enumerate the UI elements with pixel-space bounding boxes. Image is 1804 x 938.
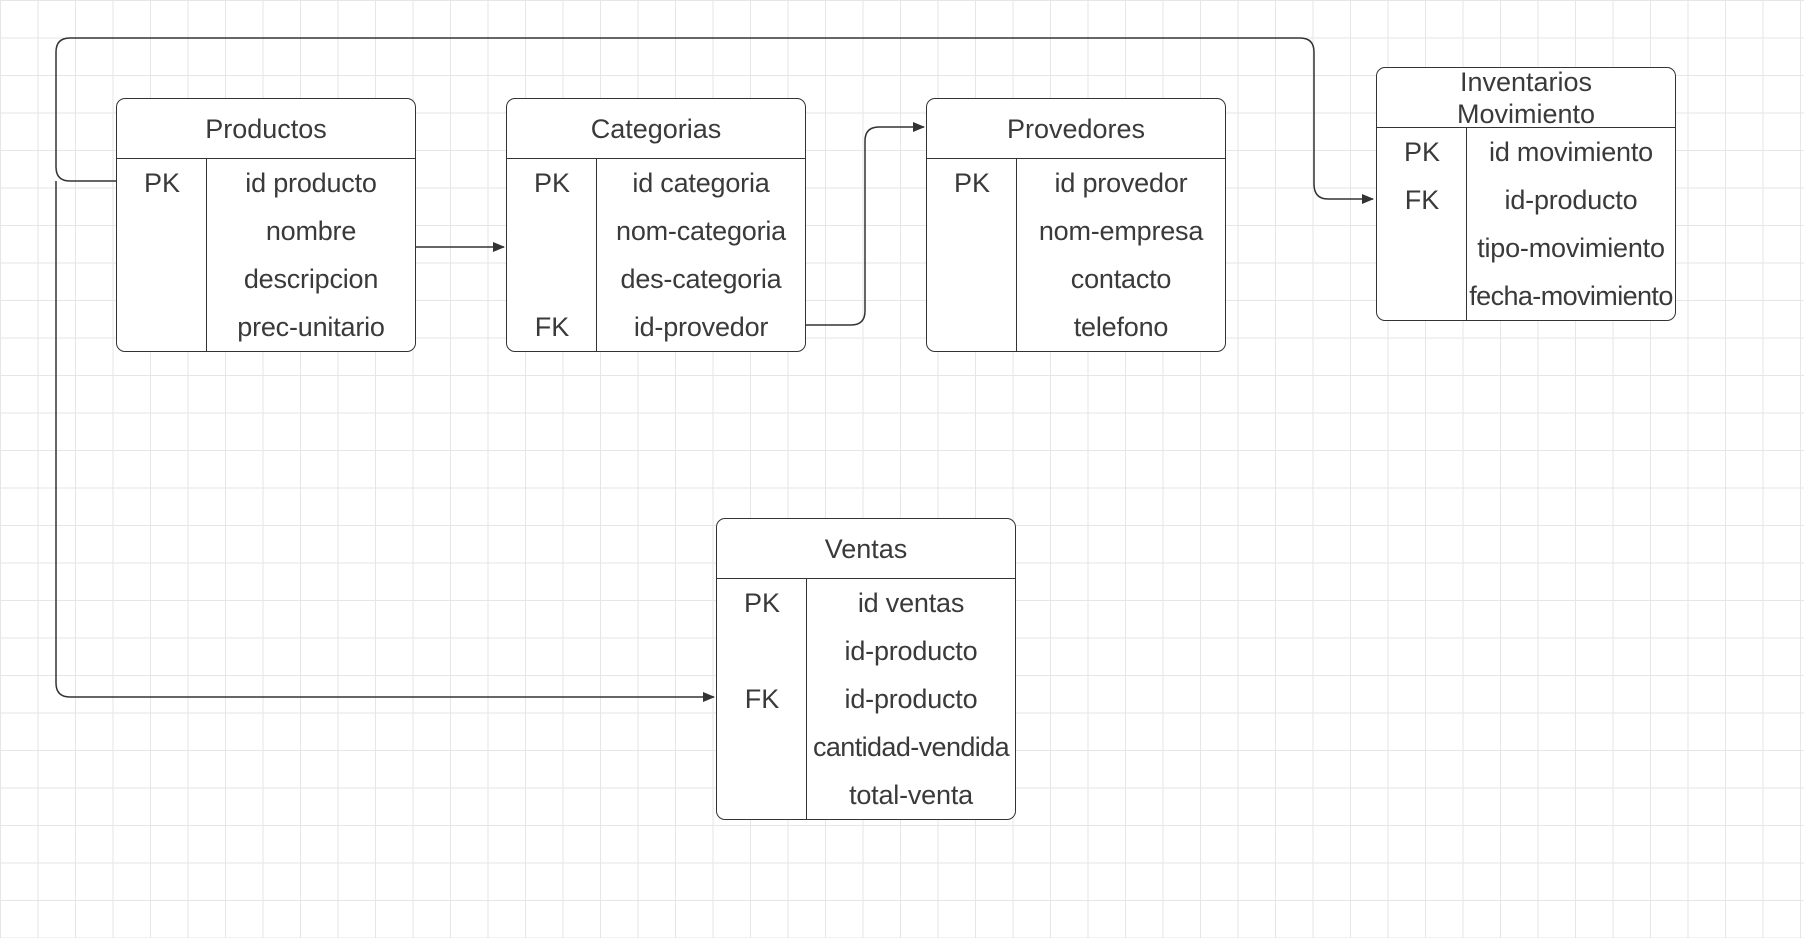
key-cell (1377, 272, 1467, 320)
key-cell: FK (744, 683, 780, 714)
field-column: id producto nombre descripcion prec-unit… (207, 159, 415, 351)
key-cell: PK (533, 167, 571, 198)
field-cell: telefono (1073, 311, 1169, 342)
field-cell: des-categoria (620, 263, 782, 294)
key-cell (927, 303, 1017, 351)
field-cell: id-producto (844, 683, 978, 714)
key-column: PK FK (1377, 128, 1467, 320)
key-cell (927, 207, 1017, 255)
key-cell (117, 303, 207, 351)
key-cell (927, 255, 1017, 303)
field-cell: id producto (245, 167, 377, 198)
field-column: id categoria nom-categoria des-categoria… (597, 159, 805, 351)
key-cell (117, 207, 207, 255)
key-column: PK FK (717, 579, 807, 819)
field-cell: id categoria (632, 167, 770, 198)
key-cell: PK (1403, 136, 1441, 167)
key-cell: FK (534, 311, 570, 342)
entity-ventas[interactable]: Ventas PK FK id ventas id-producto id-pr… (716, 518, 1016, 820)
key-cell (507, 255, 597, 303)
field-column: id provedor nom-empresa contacto telefon… (1017, 159, 1225, 351)
key-cell: PK (953, 167, 991, 198)
field-column: id ventas id-producto id-producto cantid… (807, 579, 1015, 819)
key-cell (717, 627, 807, 675)
key-cell (1377, 224, 1467, 272)
key-cell (717, 771, 807, 819)
connector-categorias-provedores[interactable] (806, 122, 925, 326)
field-cell: total-venta (849, 779, 973, 810)
field-cell: prec-unitario (237, 311, 385, 342)
entity-title: Ventas (717, 519, 1015, 579)
entity-title-line2: Movimiento (1456, 98, 1596, 129)
field-cell: nom-empresa (1038, 215, 1204, 246)
field-cell: id movimiento (1489, 136, 1653, 167)
field-cell: nom-categoria (616, 215, 786, 246)
connector-productos-ventas[interactable] (55, 181, 715, 702)
entity-title: Inventarios Movimiento (1377, 66, 1675, 129)
field-cell: id-provedor (633, 311, 769, 342)
field-cell: id ventas (857, 587, 965, 618)
field-cell: id-producto (1504, 184, 1638, 215)
entity-provedores[interactable]: Provedores PK id provedor nom-empresa co… (926, 98, 1226, 352)
key-cell: PK (743, 587, 781, 618)
connector-productos-inventarios[interactable] (55, 37, 1374, 204)
field-cell: cantidad-vendida (812, 731, 1010, 762)
field-cell: tipo-movimiento (1477, 232, 1665, 263)
key-cell (507, 207, 597, 255)
field-cell: nombre (265, 215, 357, 246)
field-cell: id-producto (844, 635, 978, 666)
entity-title: Productos (117, 99, 415, 159)
entity-productos[interactable]: Productos PK id producto nombre descripc… (116, 98, 416, 352)
key-cell (717, 723, 807, 771)
key-cell: FK (1404, 184, 1440, 215)
key-column: PK (927, 159, 1017, 351)
key-cell (117, 255, 207, 303)
entity-inventarios-movimiento[interactable]: Inventarios Movimiento PK FK id movimien… (1376, 67, 1676, 321)
entity-title: Provedores (927, 99, 1225, 159)
field-column: id movimiento id-producto tipo-movimient… (1467, 128, 1675, 320)
entity-categorias[interactable]: Categorias PK FK id categoria nom-catego… (506, 98, 806, 352)
field-cell: contacto (1070, 263, 1172, 294)
field-cell: fecha-movimiento (1469, 280, 1673, 311)
field-cell: id provedor (1054, 167, 1188, 198)
entity-title-line1: Inventarios (1459, 66, 1593, 97)
entity-title: Categorias (507, 99, 805, 159)
key-column: PK (117, 159, 207, 351)
field-cell: descripcion (243, 263, 379, 294)
key-cell: PK (143, 167, 181, 198)
key-column: PK FK (507, 159, 597, 351)
